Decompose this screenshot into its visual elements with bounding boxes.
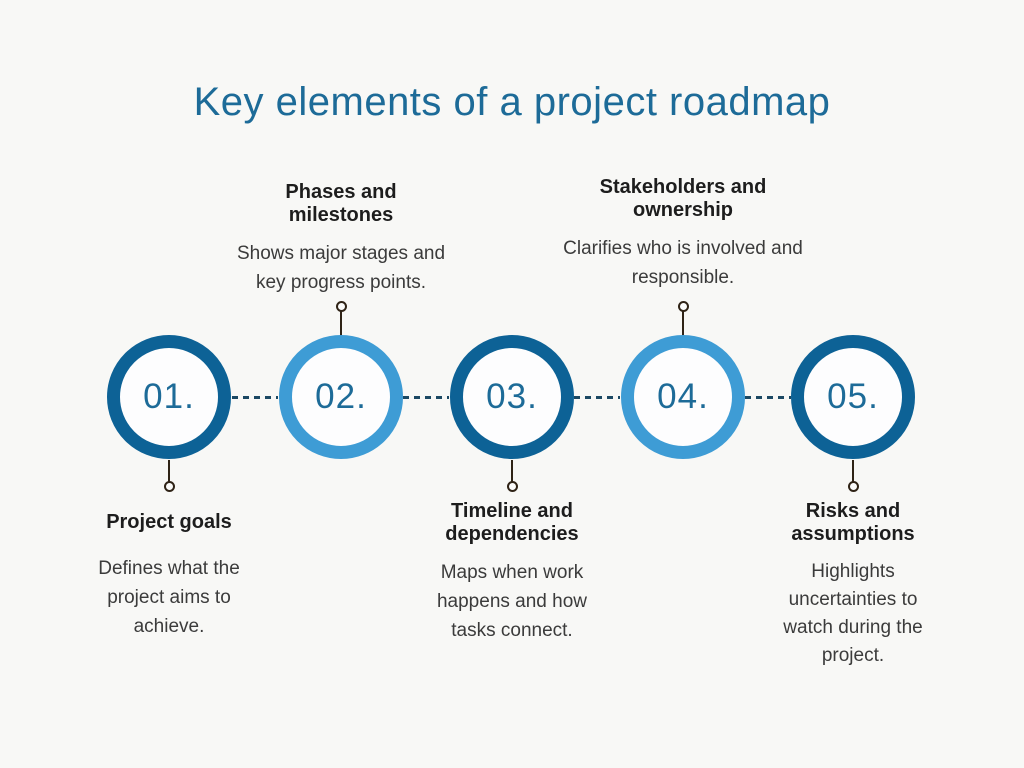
dashed-connector [403, 396, 449, 399]
step-description: Clarifies who is involved and responsibl… [563, 238, 803, 288]
step-heading: Timeline and dependencies [445, 500, 579, 545]
step-number: 04. [657, 377, 709, 416]
dashed-connector [232, 396, 278, 399]
step-description: Highlights uncertainties to watch during… [783, 561, 923, 666]
step-number: 03. [486, 377, 538, 416]
step-circle-03: 03. [450, 335, 574, 459]
dashed-connector [745, 396, 791, 399]
step-circle-01: 01. [107, 335, 231, 459]
page-title: Key elements of a project roadmap [193, 80, 831, 124]
step-description: Defines what the project aims to achieve… [98, 558, 240, 637]
stem-connector-step-1 [163, 460, 175, 492]
stem-connector-step-2 [335, 301, 347, 336]
step-description: Maps when work happens and how tasks con… [436, 562, 587, 641]
stem-connector-step-5 [847, 460, 859, 492]
stem-ring-icon [847, 481, 859, 492]
stem-connector-step-4 [677, 301, 689, 336]
dashed-connector [574, 396, 620, 399]
step-number: 01. [143, 377, 195, 416]
step-heading: Stakeholders and ownership [599, 176, 767, 221]
step-description: Shows major stages and key progress poin… [236, 243, 446, 293]
step-circle-02: 02. [279, 335, 403, 459]
step-number: 02. [315, 377, 367, 416]
stem-connector-step-3 [506, 460, 518, 492]
stem-ring-icon [677, 301, 689, 312]
step-heading: Phases and milestones [285, 181, 397, 226]
step-label-timeline-dependencies: Timeline and dependencies Maps when work… [372, 500, 652, 645]
stem-ring-icon [335, 301, 347, 312]
step-number: 05. [827, 377, 879, 416]
step-label-project-goals: Project goals Defines what the project a… [29, 511, 309, 641]
stem-ring-icon [506, 481, 518, 492]
step-heading: Project goals [106, 511, 232, 533]
step-circle-05: 05. [791, 335, 915, 459]
step-label-risks-assumptions: Risks and assumptions Highlights uncerta… [713, 500, 993, 670]
step-heading: Risks and assumptions [791, 500, 915, 545]
stem-ring-icon [163, 481, 175, 492]
step-circle-04: 04. [621, 335, 745, 459]
step-label-stakeholders-ownership: Stakeholders and ownership Clarifies who… [543, 176, 823, 292]
step-label-phases-milestones: Phases and milestones Shows major stages… [201, 181, 481, 297]
